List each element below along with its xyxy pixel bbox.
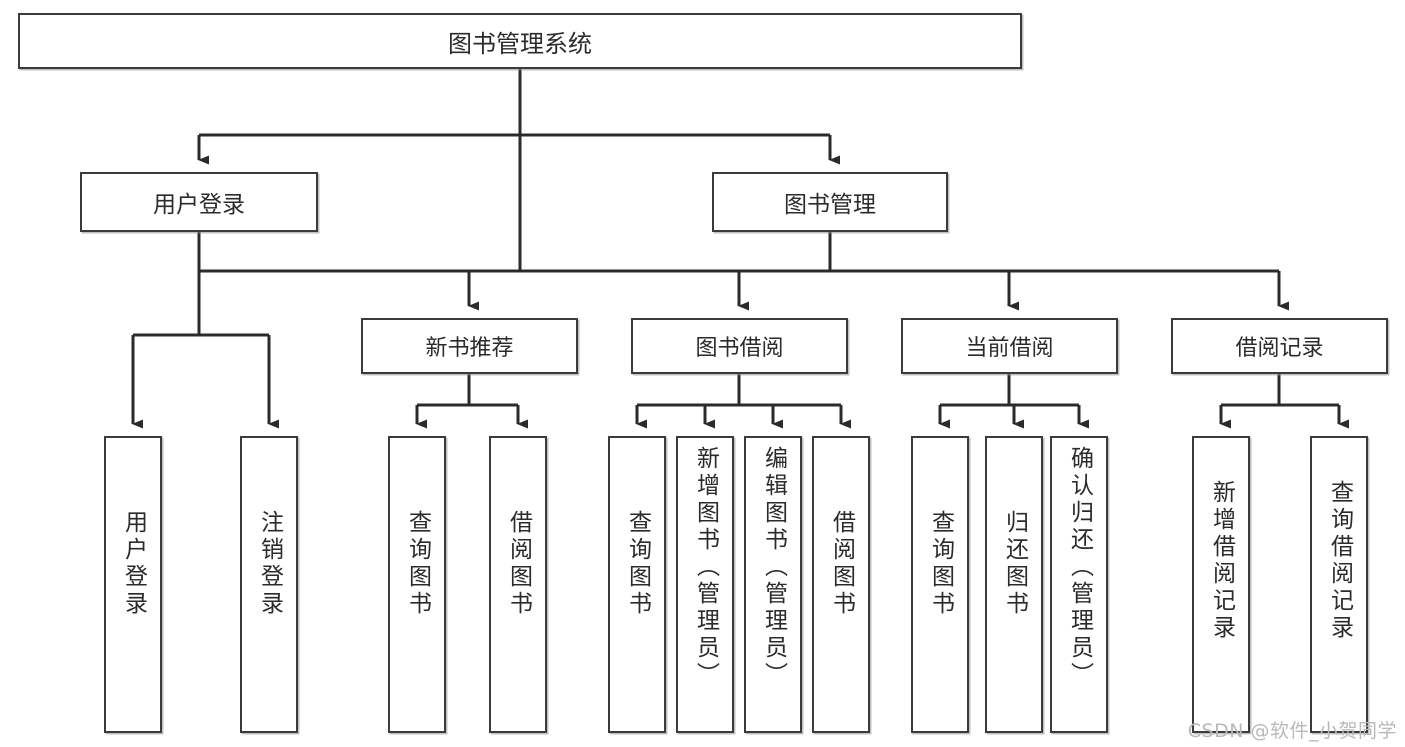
node-recommend-borrow-book[interactable]: 借阅图书 <box>489 436 547 733</box>
node-current-confirm-return-label: 确认归还（管理员） <box>1066 446 1093 689</box>
node-logout-action-label: 注销登录 <box>256 510 283 618</box>
node-book-borrow[interactable]: 图书借阅 <box>631 318 848 374</box>
node-record-add-label: 新增借阅记录 <box>1208 480 1235 642</box>
node-current-borrow[interactable]: 当前借阅 <box>901 318 1118 374</box>
node-user-login-label: 用户登录 <box>153 192 245 218</box>
node-borrow-edit-book-label: 编辑图书（管理员） <box>760 446 787 689</box>
node-user-login-action-label: 用户登录 <box>120 510 147 618</box>
node-borrow-record[interactable]: 借阅记录 <box>1171 318 1388 374</box>
node-recommend-query-book-label: 查询图书 <box>404 510 431 618</box>
csdn-watermark: CSDN @软件_小贺同学 <box>1187 720 1397 742</box>
node-borrow-query-book-label: 查询图书 <box>624 510 651 618</box>
node-current-return-book[interactable]: 归还图书 <box>985 436 1043 733</box>
node-borrow-borrow-book-label: 借阅图书 <box>828 510 855 618</box>
node-borrow-add-book-label: 新增图书（管理员） <box>692 446 719 689</box>
node-new-book-recommend-label: 新书推荐 <box>425 336 514 361</box>
node-book-management-label: 图书管理 <box>784 192 876 218</box>
node-record-query[interactable]: 查询借阅记录 <box>1310 436 1368 733</box>
node-borrow-query-book[interactable]: 查询图书 <box>608 436 666 733</box>
node-current-query-book-label: 查询图书 <box>927 510 954 618</box>
node-current-borrow-label: 当前借阅 <box>965 336 1054 361</box>
node-recommend-query-book[interactable]: 查询图书 <box>388 436 446 733</box>
node-current-confirm-return[interactable]: 确认归还（管理员） <box>1050 436 1108 733</box>
node-borrow-add-book[interactable]: 新增图书（管理员） <box>676 436 734 733</box>
node-borrow-record-label: 借阅记录 <box>1235 336 1324 361</box>
node-user-login[interactable]: 用户登录 <box>80 172 318 232</box>
node-book-management[interactable]: 图书管理 <box>712 172 948 232</box>
node-record-add[interactable]: 新增借阅记录 <box>1192 436 1250 733</box>
node-new-book-recommend[interactable]: 新书推荐 <box>361 318 578 374</box>
node-logout-action[interactable]: 注销登录 <box>240 436 298 733</box>
node-record-query-label: 查询借阅记录 <box>1326 480 1353 642</box>
node-root[interactable]: 图书管理系统 <box>18 13 1022 69</box>
node-recommend-borrow-book-label: 借阅图书 <box>505 510 532 618</box>
node-root-label: 图书管理系统 <box>448 29 592 58</box>
node-borrow-edit-book[interactable]: 编辑图书（管理员） <box>744 436 802 733</box>
node-current-return-book-label: 归还图书 <box>1001 510 1028 618</box>
node-book-borrow-label: 图书借阅 <box>695 336 784 361</box>
node-current-query-book[interactable]: 查询图书 <box>911 436 969 733</box>
node-user-login-action[interactable]: 用户登录 <box>104 436 162 733</box>
node-borrow-borrow-book[interactable]: 借阅图书 <box>812 436 870 733</box>
